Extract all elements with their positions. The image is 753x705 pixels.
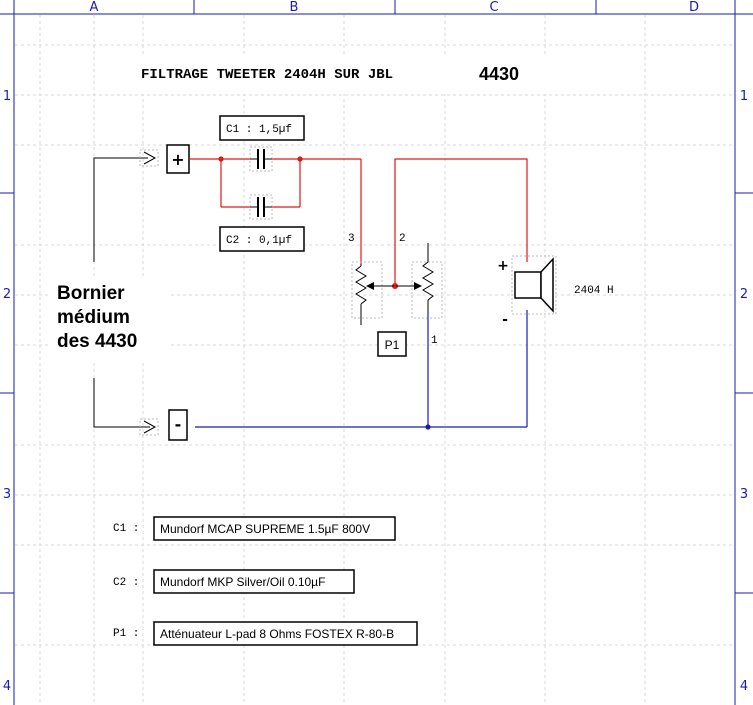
speaker-name: 2404 H <box>574 285 614 297</box>
attenuator-pin3: 3 <box>348 233 355 245</box>
column-label-b: B <box>290 0 299 15</box>
speaker-minus: - <box>502 312 508 328</box>
svg-text:C2 : 0,1µf: C2 : 0,1µf <box>226 235 292 247</box>
feed-arrow-plus-outline <box>139 149 159 167</box>
svg-text:P1: P1 <box>385 338 400 352</box>
row-label-left-1: 1 <box>3 89 11 104</box>
grid <box>15 15 735 705</box>
attenuator-pin2: 2 <box>399 233 406 245</box>
title-background <box>132 56 597 94</box>
row-label-left-4: 4 <box>3 679 11 694</box>
bom-row-c1: C1 : Mundorf MCAP SUPREME 1.5µF 800V <box>113 516 396 541</box>
column-label-d: D <box>689 0 699 15</box>
title-text: FILTRAGE TWEETER 2404H SUR JBL <box>141 67 393 83</box>
capacitor-c1-label: C1 : 1,5µf <box>219 115 305 141</box>
wire-return <box>195 310 528 428</box>
bom-desc: Atténuateur L-pad 8 Ohms FOSTEX R-80-B <box>160 627 394 641</box>
capacitor-c2-label: C2 : 0,1µf <box>219 226 305 252</box>
column-label-a: A <box>90 0 99 15</box>
bom-row-c2: C2 : Mundorf MKP Silver/Oil 0.10µF <box>113 569 355 594</box>
bom-ref: P1 : <box>113 628 139 640</box>
wire-hot-junctions <box>218 156 398 289</box>
bom-ref: C2 : <box>113 577 139 589</box>
source-label-line2: médium <box>57 307 130 328</box>
capacitor-c1 <box>249 146 273 172</box>
attenuator-pin1: 1 <box>431 335 438 347</box>
row-label-right-3: 3 <box>740 487 748 502</box>
source-feed-lines <box>93 151 157 434</box>
row-label-right-1: 1 <box>740 89 748 104</box>
wire-hot <box>189 158 528 286</box>
speaker-plus: + <box>497 258 509 274</box>
source-label-line3: des 4430 <box>57 331 137 352</box>
source-label-background <box>48 278 170 360</box>
row-label-left-2: 2 <box>3 287 11 302</box>
column-label-c: C <box>489 0 498 15</box>
terminal-minus-label: - <box>175 415 182 434</box>
attenuator-p1 <box>351 243 443 325</box>
terminal-plus-label: + <box>171 150 184 169</box>
bom-row-p1: P1 : Atténuateur L-pad 8 Ohms FOSTEX R-8… <box>113 621 418 646</box>
capacitor-c2 <box>249 194 273 220</box>
source-label-line1: Bornier <box>57 283 125 304</box>
terminal-minus: - <box>168 409 188 441</box>
attenuator-p1-label: P1 <box>377 331 407 357</box>
bom-desc: Mundorf MCAP SUPREME 1.5µF 800V <box>160 522 370 536</box>
feed-arrow-minus-outline <box>139 418 159 436</box>
bom-ref: C1 : <box>113 523 139 535</box>
bom-desc: Mundorf MKP Silver/Oil 0.10µF <box>160 575 325 589</box>
terminal-plus: + <box>166 144 190 174</box>
row-label-left-3: 3 <box>3 487 11 502</box>
row-label-right-2: 2 <box>740 287 748 302</box>
wire-return-junction <box>425 424 431 430</box>
svg-text:C1 : 1,5µf: C1 : 1,5µf <box>226 124 292 136</box>
row-label-right-4: 4 <box>740 679 748 694</box>
speaker-2404h <box>511 255 557 315</box>
title-model: 4430 <box>479 64 519 84</box>
